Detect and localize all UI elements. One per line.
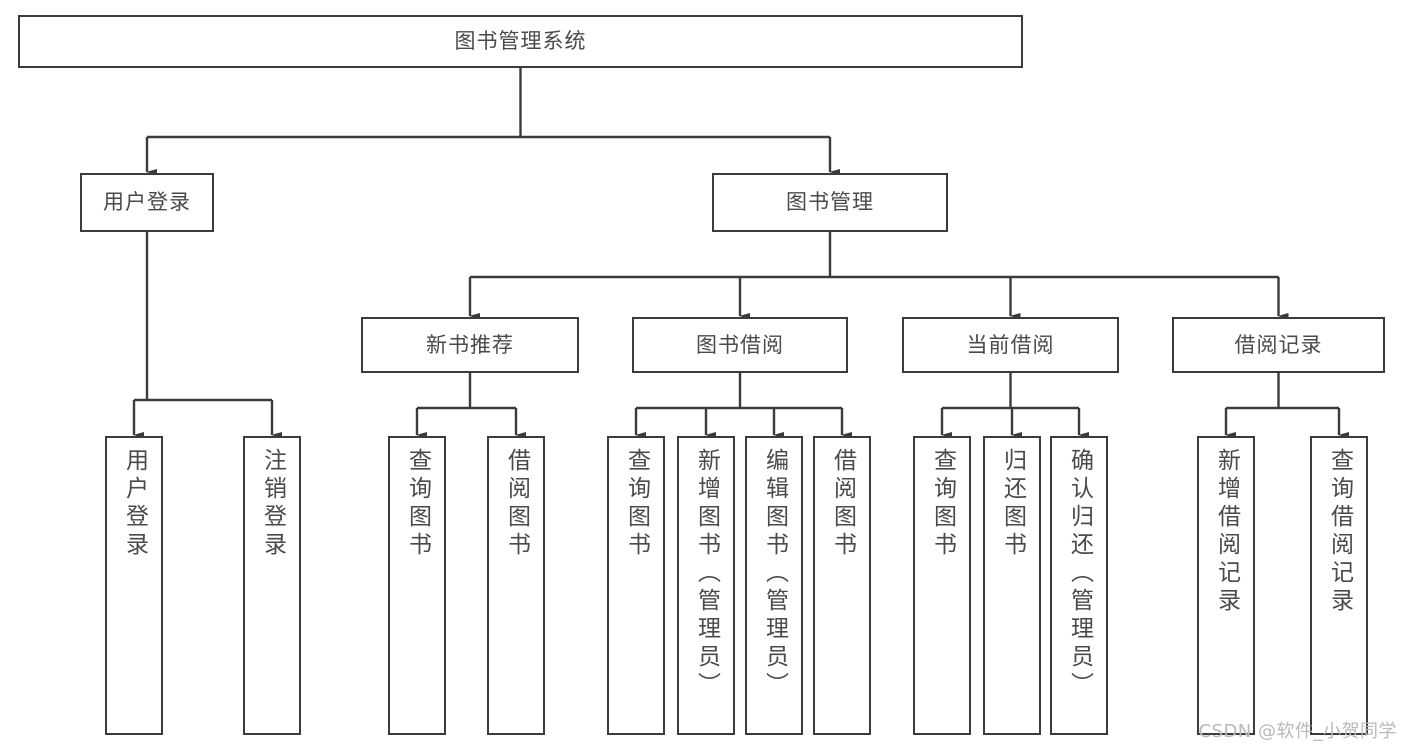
- node-leaf-query-book-2[interactable]: 查询图书: [607, 436, 665, 735]
- node-book-borrow[interactable]: 图书借阅: [632, 317, 848, 373]
- node-leaf-query-book-3-label: 查询图书: [929, 448, 956, 560]
- node-leaf-edit-book-label: 编辑图书（管理员）: [761, 448, 788, 700]
- node-leaf-query-book-1-label: 查询图书: [404, 448, 431, 560]
- node-leaf-borrow-book-2-label: 借阅图书: [829, 448, 856, 560]
- node-leaf-borrow-book-1-label: 借阅图书: [503, 448, 530, 560]
- node-leaf-borrow-book-1[interactable]: 借阅图书: [487, 436, 545, 735]
- node-leaf-logout[interactable]: 注销登录: [243, 436, 301, 735]
- node-leaf-user-login-label: 用户登录: [121, 448, 148, 560]
- node-leaf-user-login[interactable]: 用户登录: [105, 436, 163, 735]
- node-book-borrow-label: 图书借阅: [696, 332, 784, 357]
- node-root-label: 图书管理系统: [454, 29, 587, 54]
- node-current-borrow-label: 当前借阅: [966, 332, 1055, 357]
- watermark: CSDN @软件_小贺同学: [1198, 721, 1397, 742]
- node-book-manage-label: 图书管理: [786, 190, 874, 215]
- node-new-book-recommend-label: 新书推荐: [426, 332, 514, 357]
- node-leaf-logout-label: 注销登录: [259, 448, 286, 560]
- node-leaf-query-borrow-record-label: 查询借阅记录: [1326, 448, 1353, 616]
- node-leaf-confirm-return-label: 确认归还（管理员）: [1066, 448, 1093, 700]
- node-leaf-add-book[interactable]: 新增图书（管理员）: [677, 436, 735, 735]
- node-leaf-borrow-book-2[interactable]: 借阅图书: [813, 436, 871, 735]
- node-borrow-record[interactable]: 借阅记录: [1172, 317, 1385, 373]
- node-leaf-return-book[interactable]: 归还图书: [983, 436, 1041, 735]
- node-user-login-label: 用户登录: [103, 190, 191, 215]
- node-leaf-query-book-2-label: 查询图书: [623, 448, 650, 560]
- node-leaf-edit-book[interactable]: 编辑图书（管理员）: [745, 436, 803, 735]
- node-leaf-return-book-label: 归还图书: [999, 448, 1026, 560]
- node-leaf-query-borrow-record[interactable]: 查询借阅记录: [1310, 436, 1368, 735]
- node-borrow-record-label: 借阅记录: [1234, 332, 1323, 357]
- node-leaf-query-book-1[interactable]: 查询图书: [388, 436, 446, 735]
- node-user-login[interactable]: 用户登录: [80, 173, 214, 232]
- node-leaf-confirm-return[interactable]: 确认归还（管理员）: [1050, 436, 1108, 735]
- node-root[interactable]: 图书管理系统: [18, 15, 1023, 68]
- node-leaf-add-borrow-record-label: 新增借阅记录: [1213, 448, 1240, 616]
- node-leaf-add-borrow-record[interactable]: 新增借阅记录: [1197, 436, 1255, 735]
- node-leaf-query-book-3[interactable]: 查询图书: [913, 436, 971, 735]
- node-current-borrow[interactable]: 当前借阅: [902, 317, 1119, 373]
- node-new-book-recommend[interactable]: 新书推荐: [361, 317, 579, 373]
- node-leaf-add-book-label: 新增图书（管理员）: [693, 448, 720, 700]
- node-book-manage[interactable]: 图书管理: [712, 173, 948, 232]
